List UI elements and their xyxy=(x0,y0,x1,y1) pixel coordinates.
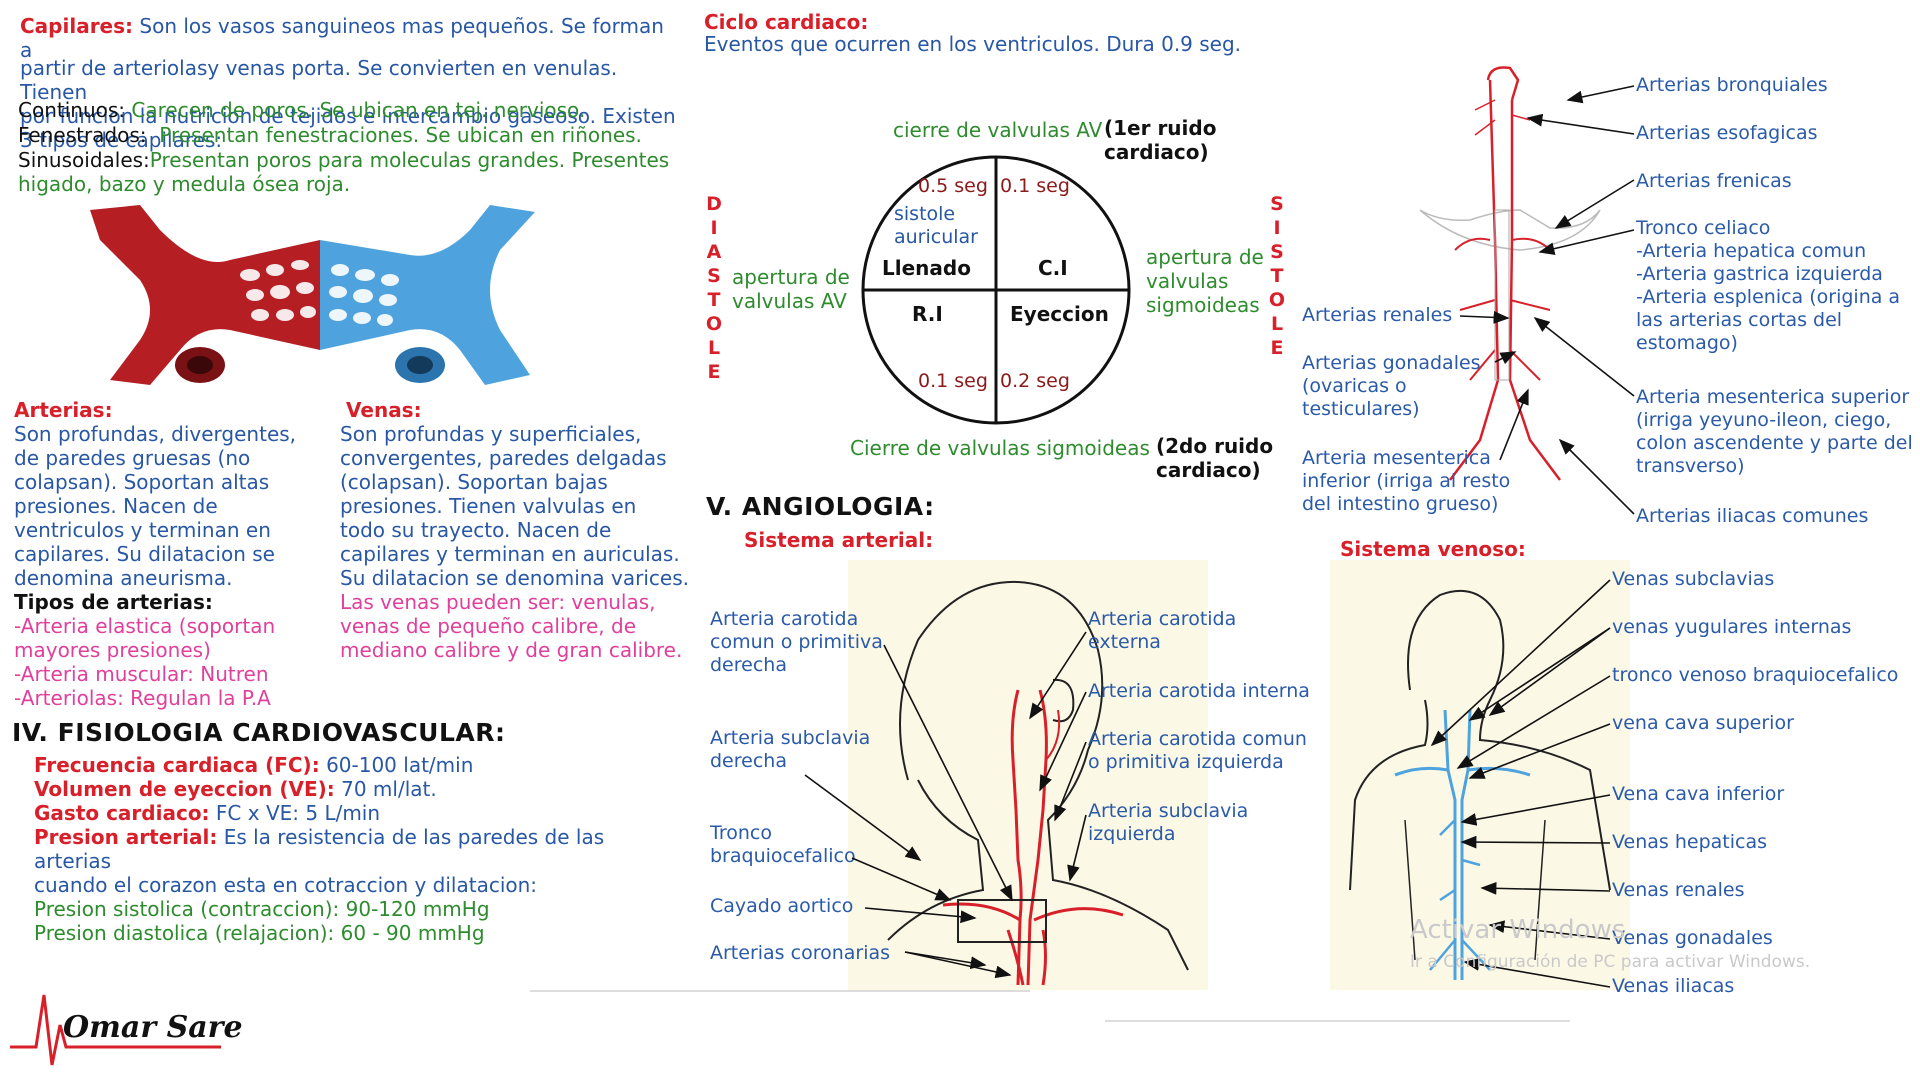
tipos-arterias-title: Tipos de arterias: xyxy=(14,590,213,614)
gc-item: Gasto cardiaco: FC x VE: 5 L/min xyxy=(34,801,381,825)
label-cayado-aortico: Cayado aortico xyxy=(710,895,854,917)
llenado-label: Llenado xyxy=(882,256,971,280)
capilar-fenestrados: Fenestrados: Presentan fenestraciones. S… xyxy=(18,123,642,147)
label-vena-cava-inferior: Vena cava inferior xyxy=(1612,783,1785,805)
venas-section: Venas: Son profundas y superficiales, co… xyxy=(340,398,689,662)
capilar-continuos: Continuos: Carecen de poros. Se ubican e… xyxy=(18,98,586,122)
capilares-section: Capilares: Son los vasos sanguineos mas … xyxy=(20,14,680,152)
label-venas-renales: Venas renales xyxy=(1612,879,1745,901)
aorta-illustration xyxy=(1419,66,1601,481)
label-venas-hepaticas: Venas hepaticas xyxy=(1612,831,1767,853)
label-carotida-interna: Arteria carotida interna xyxy=(1088,680,1310,702)
ciclo-title: Ciclo cardiaco: xyxy=(704,10,869,34)
capilares-types: Continuos: Carecen de poros. Se ubican e… xyxy=(18,98,688,196)
label-arterias-esofagicas: Arterias esofagicas xyxy=(1636,122,1818,144)
label-arterias-bronquiales: Arterias bronquiales xyxy=(1636,74,1828,96)
eyeccion-label: Eyeccion xyxy=(1010,302,1109,326)
capillary-bed-illustration xyxy=(90,205,535,385)
label-arterias-frenicas: Arterias frenicas xyxy=(1636,170,1792,192)
fc-item: Frecuencia cardiaca (FC): 60-100 lat/min xyxy=(34,753,474,777)
ciclo-subtitle: Eventos que ocurren en los ventriculos. … xyxy=(704,32,1242,56)
capilares-line2: partir de arteriolasy venas porta. Se co… xyxy=(20,56,618,104)
capilar-sinusoidales: Sinusoidales:Presentan poros para molecu… xyxy=(18,148,670,172)
label-carotida-externa: Arteria carotida externa xyxy=(1088,608,1237,653)
label-arterias-coronarias: Arterias coronarias xyxy=(710,942,891,964)
capilares-line4: 3 tipos de capilares: xyxy=(20,128,223,152)
fisiologia-title: IV. FISIOLOGIA CARDIOVASCULAR: xyxy=(12,718,506,747)
fisiologia-list: Frecuencia cardiaca (FC): 60-100 lat/min… xyxy=(34,753,684,945)
divider xyxy=(1105,1020,1570,1022)
sistema-venoso-title: Sistema venoso: xyxy=(1340,537,1526,561)
cierre-sigmoideas-label: Cierre de valvulas sigmoideas xyxy=(850,436,1150,460)
arterias-title: Arterias: xyxy=(14,398,113,422)
tiempo-0-1-bottom: 0.1 seg xyxy=(918,370,988,392)
label-subclavia-derecha: Arteria subclavia derecha xyxy=(710,727,871,772)
angiologia-title: V. ANGIOLOGIA: xyxy=(706,492,935,521)
logo-text: Omar Sare xyxy=(63,1010,243,1045)
ri-label: R.I xyxy=(912,302,943,326)
label-arterias-renales: Arterias renales xyxy=(1302,304,1453,326)
presion-diastolica: Presion diastolica (relajacion): 60 - 90… xyxy=(34,921,485,945)
sistema-arterial-title: Sistema arterial: xyxy=(744,528,934,552)
label-venas-gonadales: Venas gonadales xyxy=(1612,927,1773,949)
divider xyxy=(530,990,1030,992)
label-mesenterica-superior: Arteria mesenterica superior (irriga yey… xyxy=(1636,386,1913,477)
tiempo-0-1-top: 0.1 seg xyxy=(1000,175,1070,197)
label-tronco-braquiocefalico: Tronco braquiocefalico xyxy=(710,822,856,867)
heartbeat-logo-icon: Omar Sare xyxy=(10,994,243,1066)
ciclo-cardiaco-circle xyxy=(861,155,1131,425)
capilares-line1: Son los vasos sanguineos mas pequeños. S… xyxy=(20,14,664,62)
primer-ruido-note: (1er ruido cardiaco) xyxy=(1104,116,1217,164)
capilar-sinusoidales-line2: higado, bazo y medula ósea roja. xyxy=(18,172,351,196)
label-tronco-celiaco: Tronco celiaco -Arteria hepatica comun -… xyxy=(1636,217,1901,354)
label-carotida-izquierda: Arteria carotida comun o primitiva izqui… xyxy=(1088,728,1307,773)
pa-item: Presion arterial: Es la resistencia de l… xyxy=(34,825,605,873)
venas-title: Venas: xyxy=(346,398,422,422)
ve-item: Volumen de eyeccion (VE): 70 ml/lat. xyxy=(34,777,437,801)
label-mesenterica-inferior: Arteria mesenterica inferior (irriga al … xyxy=(1302,447,1511,515)
capilares-title: Capilares: xyxy=(20,14,134,38)
label-carotida-derecha: Arteria carotida comun o primitiva derec… xyxy=(710,608,883,676)
watermark-settings-link[interactable]: Ir a Configuración de PC para activar Wi… xyxy=(1410,952,1811,972)
sistole-auricular-label: sistole auricular xyxy=(894,203,978,248)
presion-sistolica: Presion sistolica (contraccion): 90-120 … xyxy=(34,897,490,921)
label-arterias-iliacas: Arterias iliacas comunes xyxy=(1636,505,1869,527)
capilares-line3: por funcion la nutricion de tejidos e in… xyxy=(20,104,676,128)
apertura-sigmoideas-label: apertura de valvulas sigmoideas xyxy=(1146,245,1264,317)
segundo-ruido-note: (2do ruido cardiaco) xyxy=(1156,434,1274,482)
label-arterias-gonadales: Arterias gonadales (ovaricas o testicula… xyxy=(1302,352,1481,420)
ci-label: C.I xyxy=(1038,256,1068,280)
label-tronco-braquiocefalico-venoso: tronco venoso braquiocefalico xyxy=(1612,664,1899,686)
tiempo-0-2: 0.2 seg xyxy=(1000,370,1070,392)
label-venas-subclavias: Venas subclavias xyxy=(1612,568,1775,590)
label-subclavia-izquierda: Arteria subclavia izquierda xyxy=(1088,800,1249,845)
ciclo-header: Ciclo cardiaco: Eventos que ocurren en l… xyxy=(704,10,1264,56)
head-neck-arteries-illustration xyxy=(887,580,1189,986)
label-venas-iliacas: Venas iliacas xyxy=(1612,975,1735,997)
label-venas-yugulares: venas yugulares internas xyxy=(1612,616,1852,638)
label-vena-cava-superior: vena cava superior xyxy=(1612,712,1794,734)
apertura-av-label: apertura de valvulas AV xyxy=(732,265,850,313)
watermark-activate: Activar Windows xyxy=(1410,915,1626,945)
cierre-av-label: cierre de valvulas AV xyxy=(893,118,1103,142)
tiempo-0-5: 0.5 seg xyxy=(918,175,988,197)
arterias-section: Arterias: Son profundas, divergentes, de… xyxy=(14,398,334,710)
